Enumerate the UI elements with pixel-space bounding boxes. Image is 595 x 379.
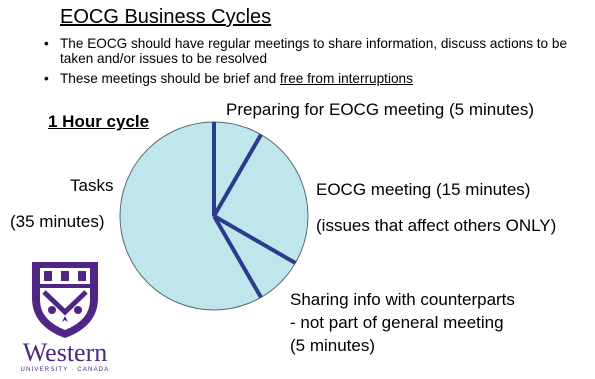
shield-icon bbox=[32, 262, 98, 338]
pie-divider bbox=[212, 133, 263, 218]
bullet-underlined-text: free from interruptions bbox=[279, 71, 413, 86]
cycle-label: 1 Hour cycle bbox=[48, 112, 150, 131]
bullet-text: The EOCG should have regular meetings to… bbox=[60, 36, 568, 66]
pie-divider bbox=[212, 214, 297, 265]
western-university-logo: Western UNIVERSITY · CANADA bbox=[10, 260, 120, 378]
segment-label-sharing-time: (5 minutes) bbox=[290, 336, 376, 355]
pie-dividers bbox=[212, 122, 297, 299]
logo-wordmark: Western bbox=[22, 338, 108, 367]
bullet-text: These meetings should be brief and bbox=[60, 71, 280, 86]
bullet-item: The EOCG should have regular meetings to… bbox=[38, 36, 570, 66]
logo-subtitle: UNIVERSITY · CANADA bbox=[20, 367, 110, 373]
segment-label-preparing: Preparing for EOCG meeting (5 minutes) bbox=[226, 100, 535, 119]
segment-label-tasks-time: (35 minutes) bbox=[10, 212, 105, 231]
segment-label-meeting-note: (issues that affect others ONLY) bbox=[316, 216, 557, 235]
segment-label-sharing-note: - not part of general meeting bbox=[290, 313, 504, 332]
bullet-item: These meetings should be brief and free … bbox=[38, 71, 570, 86]
segment-label-sharing: Sharing info with counterparts bbox=[290, 290, 515, 309]
bullet-list: The EOCG should have regular meetings to… bbox=[38, 36, 570, 91]
pie-divider bbox=[212, 214, 263, 299]
segment-label-meeting: EOCG meeting (15 minutes) bbox=[316, 180, 531, 199]
segment-label-tasks: Tasks bbox=[70, 176, 114, 195]
slide-title: EOCG Business Cycles bbox=[60, 6, 272, 28]
